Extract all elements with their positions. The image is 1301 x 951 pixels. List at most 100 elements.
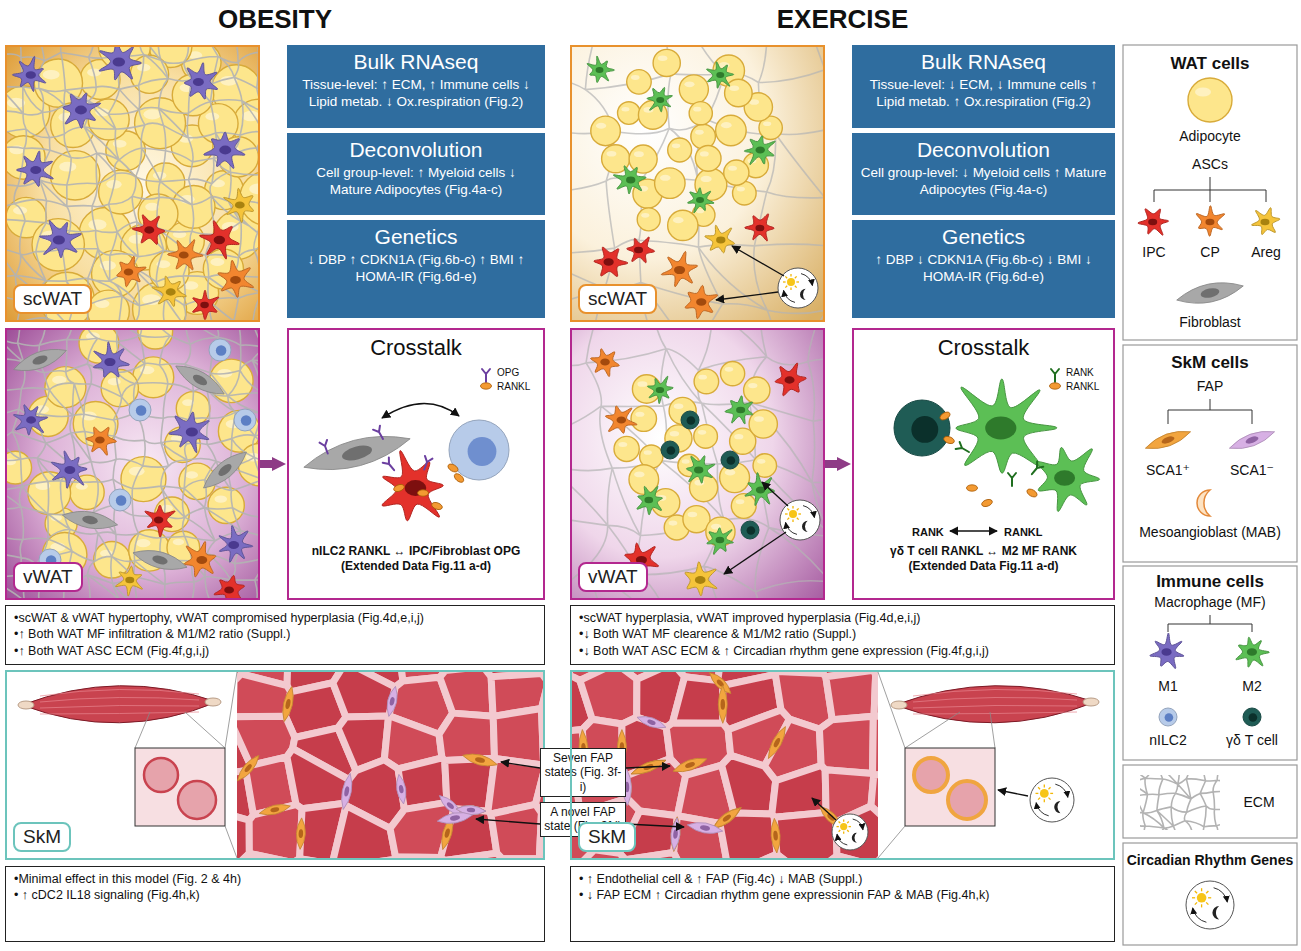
illustration	[1140, 775, 1220, 830]
illustration	[572, 47, 823, 320]
illustration-part	[674, 266, 685, 274]
illustration-part	[622, 768, 632, 805]
findings-box: •scWAT & vWAT hypertophy, vWAT compromis…	[5, 605, 545, 665]
illustration-part	[184, 542, 215, 577]
box-title: Genetics	[860, 224, 1107, 249]
legend-drawing	[1123, 45, 1297, 945]
info-box: Bulk RNAseqTissue-level: ↑ ECM, ↑ Immune…	[287, 45, 545, 128]
illustration-part	[839, 830, 841, 832]
illustration-part	[280, 685, 296, 722]
illustration-part	[725, 396, 753, 424]
illustration-part	[801, 274, 812, 286]
leader-arrow	[762, 482, 788, 506]
illustration-part	[389, 697, 395, 706]
molecule-label: nILC2 RANKL ↔ IPC/Fibroblast OPG (Extend…	[295, 544, 537, 574]
illustration-part	[728, 166, 737, 171]
illustration-part	[694, 467, 703, 474]
illustration-part	[446, 801, 455, 810]
illustration-part	[668, 138, 692, 162]
illustration-part	[722, 755, 776, 814]
illustration-part	[784, 376, 794, 383]
leader-arrow	[812, 798, 836, 820]
bullet-text: •scWAT & vWAT hypertophy, vWAT compromis…	[14, 610, 536, 626]
illustration-part	[755, 147, 765, 154]
illustration-part	[1138, 209, 1169, 235]
illustration-part	[660, 175, 671, 181]
illustration-part	[939, 410, 952, 421]
illustration-part	[672, 143, 680, 148]
findings-box: • ↑ Endothelial cell & ↑ FAP (Fig.4c) ↓ …	[570, 866, 1115, 942]
illustration	[7, 330, 258, 598]
illustration-part	[1195, 902, 1197, 904]
illustration-part	[1200, 287, 1220, 300]
illustration-part	[661, 441, 679, 459]
illustration-part	[787, 508, 789, 510]
illustration-part	[572, 800, 596, 823]
illustration-part	[716, 72, 724, 78]
illustration-part	[700, 151, 709, 156]
illustration-part	[49, 285, 68, 296]
illustration-part	[7, 451, 32, 484]
illustration-part	[671, 754, 708, 776]
illustration-part	[1168, 615, 1252, 632]
illustration-part	[384, 685, 399, 717]
illustration-part	[763, 121, 771, 126]
illustration-part	[572, 799, 596, 823]
illustration-part	[756, 487, 765, 494]
illustration-part	[716, 237, 725, 244]
illustration-part	[716, 537, 725, 543]
illustration-part	[724, 160, 749, 185]
illustration-part	[795, 286, 797, 288]
illustration-part	[398, 785, 404, 794]
illustration-part	[596, 123, 606, 129]
illustration-part	[819, 716, 873, 773]
illustration-part	[172, 359, 228, 401]
illustration-part	[461, 751, 498, 770]
molecule-label: RANKL	[1004, 526, 1043, 540]
illustration-part	[637, 381, 647, 387]
callout-text: A novel FAP state (Fig. 3f-i)	[544, 805, 622, 834]
illustration-part	[1040, 789, 1049, 798]
illustration-part	[1030, 778, 1074, 822]
illustration-part	[720, 361, 744, 385]
illustration-part	[873, 716, 878, 775]
bullet-text: • ↑ cDC2 IL18 signaling (Fig.4h,k)	[14, 887, 536, 903]
box-title: Deconvolution	[295, 137, 537, 162]
illustration-part	[214, 236, 225, 244]
circadian-clock	[1030, 778, 1074, 822]
illustration-part	[418, 490, 429, 496]
illustration-part	[785, 513, 788, 514]
flow-arrow	[825, 460, 837, 468]
illustration-part	[14, 405, 48, 435]
illustration-part	[764, 724, 789, 760]
illustration-part	[439, 713, 495, 760]
illustration-part	[792, 519, 793, 522]
illustration-part	[63, 93, 101, 128]
illustration-part	[603, 258, 613, 266]
illustration-part	[721, 122, 732, 128]
illustration-part	[687, 416, 696, 425]
illustration-part	[757, 459, 765, 464]
illustration-part	[82, 515, 99, 526]
bullet-text: •↓ Both WAT ASC ECM & ↑ Circadian rhythm…	[579, 643, 1106, 659]
illustration-part	[967, 485, 978, 491]
illustration-part	[116, 495, 127, 506]
illustration-part	[31, 354, 48, 367]
illustration-part	[1208, 897, 1211, 898]
illustration-part	[696, 197, 704, 203]
legend-label: ECM	[1228, 794, 1290, 811]
illustration-part	[800, 289, 806, 300]
tissue-panel: SkM	[5, 670, 545, 860]
info-box: DeconvolutionCell group-level: ↑ Myeloid…	[287, 133, 545, 215]
illustration-part	[16, 151, 53, 186]
illustration-part	[151, 554, 168, 566]
panel-label: vWAT	[13, 562, 83, 592]
illustration-part	[258, 802, 291, 818]
legend-heading: WAT cells	[1125, 54, 1295, 74]
illustration-part	[1123, 566, 1297, 760]
illustration-part	[88, 219, 106, 229]
illustration-part	[691, 124, 716, 149]
illustration-part	[618, 442, 627, 447]
illustration-part	[634, 151, 644, 157]
